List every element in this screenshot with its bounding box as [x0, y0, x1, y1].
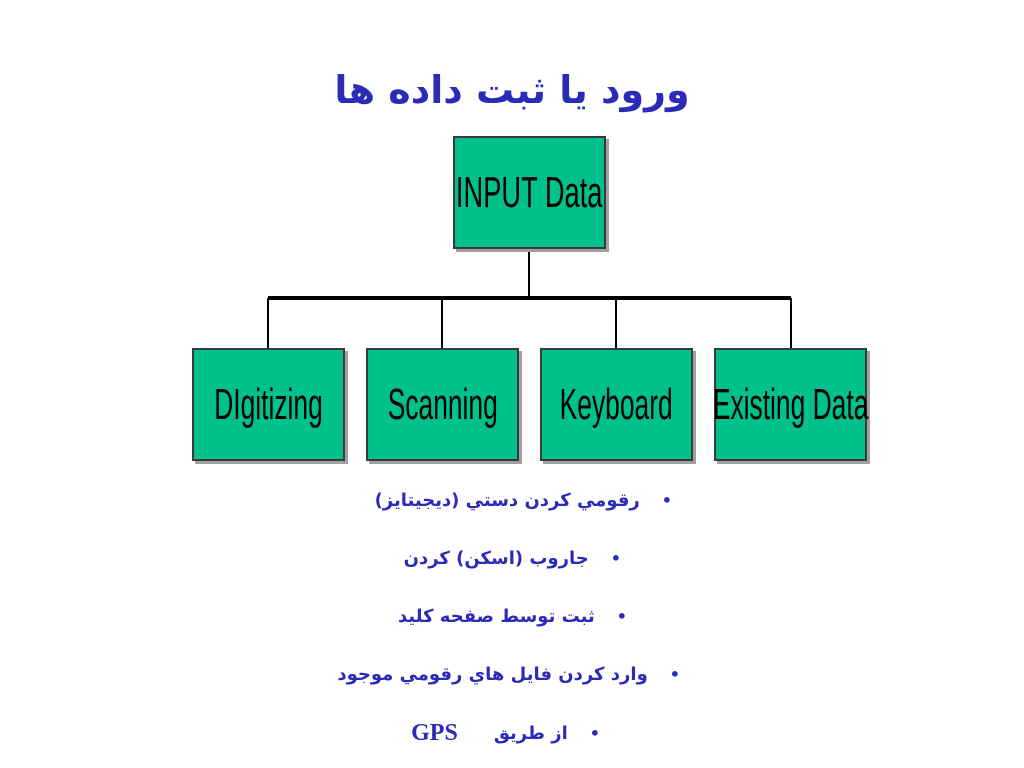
root-node-input-data: INPUT Data: [453, 136, 606, 249]
bullet-item: • از طريق GPS: [411, 720, 600, 747]
bullet-dot-icon: •: [610, 549, 621, 568]
gps-label: GPS: [411, 720, 458, 746]
bullet-item: • رقومي كردن دستي (ديجيتايز): [375, 490, 672, 511]
bullet-text: ثبت توسط صفحه كليد: [397, 606, 595, 627]
child-node-keyboard: Keyboard: [540, 348, 693, 461]
child-node-digitizing: DIgitizing: [192, 348, 345, 461]
bullet-text: جاروب (اسكن) كردن: [403, 548, 589, 569]
bullet-dot-icon: •: [669, 665, 680, 684]
bullet-dot-icon: •: [589, 724, 600, 743]
bullet-text: رقومي كردن دستي (ديجيتايز): [374, 490, 640, 511]
child-node-label: Keyboard: [560, 379, 674, 429]
child-node-label: DIgitizing: [214, 379, 323, 429]
bullet-text: وارد كردن فايل هاي رقومي موجود: [337, 664, 648, 685]
bullet-item: • جاروب (اسكن) كردن: [404, 548, 621, 569]
child-node-label: Existing Data: [712, 379, 869, 429]
child-node-scanning: Scanning: [366, 348, 519, 461]
root-node-label: INPUT Data: [456, 167, 603, 217]
bullet-item: • ثبت توسط صفحه كليد: [398, 606, 627, 627]
child-node-label: Scanning: [387, 379, 498, 429]
bullet-text: از طريق: [493, 723, 568, 744]
child-node-existing-data: Existing Data: [712, 348, 869, 461]
bullet-dot-icon: •: [661, 491, 672, 510]
bullet-dot-icon: •: [616, 607, 627, 626]
slide-title: ورود يا ثبت داده ها: [334, 68, 690, 112]
bullet-item: • وارد كردن فايل هاي رقومي موجود: [337, 664, 680, 685]
